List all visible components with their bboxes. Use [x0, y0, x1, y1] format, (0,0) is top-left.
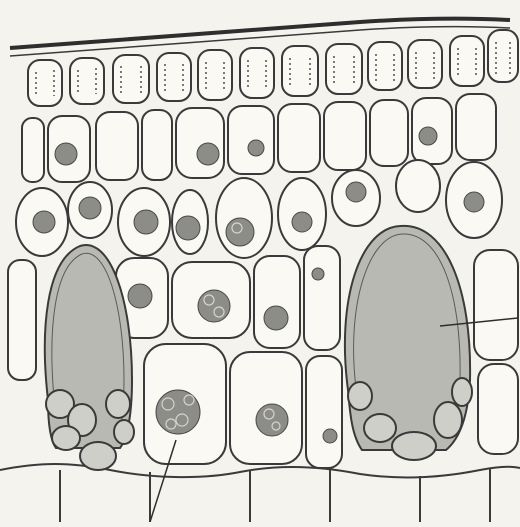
cell-section-figure	[0, 0, 520, 522]
